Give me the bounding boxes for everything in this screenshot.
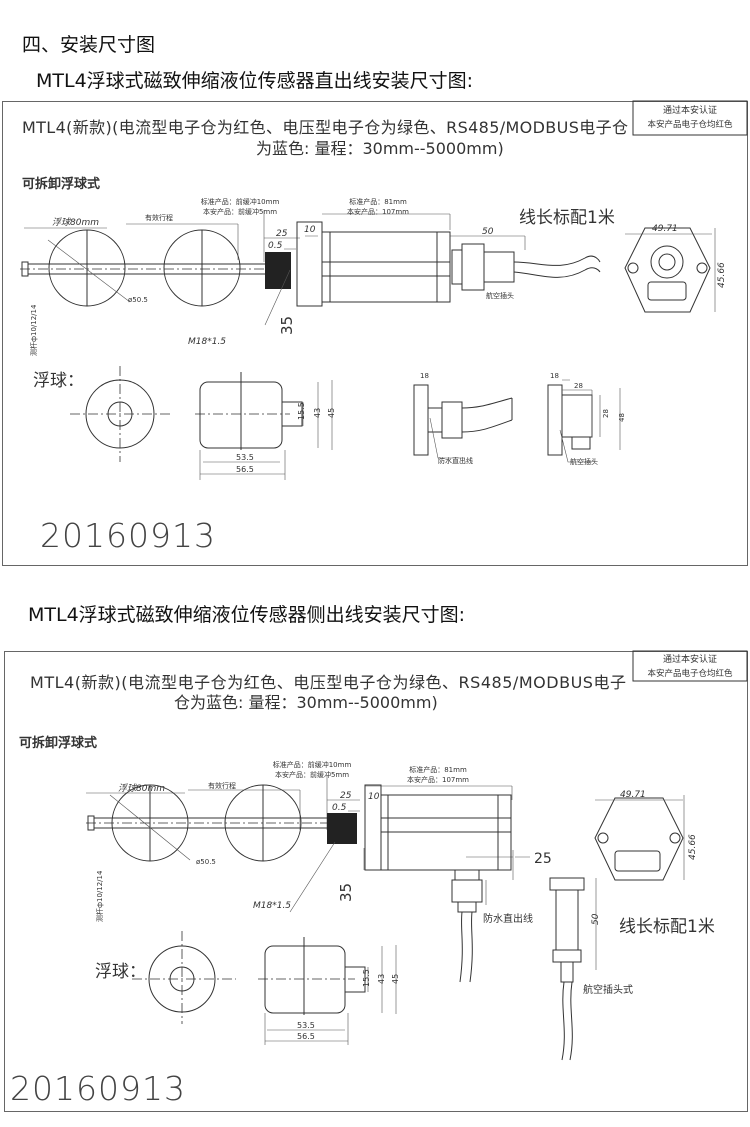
drawing-title-line-1: MTL4(新款)(电流型电子仓为红色、电压型电子仓为绿色、RS485/MODBU…	[30, 673, 626, 692]
float-dim-45: 45	[327, 408, 336, 418]
rod-dia-label: 测杆ф10/12/14	[29, 304, 38, 356]
rod-dia-label: 测杆ф10/12/14	[95, 870, 104, 922]
cable-length-label: 线长标配1米	[619, 917, 715, 937]
section-heading: 四、安装尺寸图	[22, 34, 156, 56]
ball-dia-label: ø50.5	[196, 858, 216, 866]
effective-stroke-label: 有效行程	[208, 781, 236, 790]
float-dim-43: 43	[377, 974, 386, 984]
float-dim-43: 43	[313, 408, 322, 418]
side-view-2-dim-4: 48	[618, 413, 626, 422]
dim-10: 10	[304, 225, 316, 235]
side-view-2-dim-1: 18	[550, 372, 559, 380]
float-dim-56-5: 56.5	[236, 465, 254, 474]
height-45-66: 45.66	[688, 834, 698, 860]
type-label: 可拆卸浮球式	[22, 176, 100, 192]
buffer-ia-label: 本安产品：前缓冲5mm	[203, 207, 277, 216]
dim-25: 25	[340, 791, 352, 801]
float-dim-15-5: 15.5	[297, 402, 306, 420]
float-dim-53-5: 53.5	[236, 453, 254, 462]
effective-stroke-label: 有效行程	[145, 213, 173, 222]
side-view-2-dim-2: 28	[574, 382, 583, 390]
buffer-std-label: 标准产品：前缓冲10mm	[273, 760, 352, 769]
float-dim-label: 浮球80mm	[52, 217, 99, 228]
front-view-hex	[594, 797, 684, 881]
height-45-66: 45.66	[717, 262, 727, 288]
drawing-top-outlet: 通过本安认证 本安产品电子仓均红色 MTL4(新款)(电流型电子仓为红色、电压型…	[20, 100, 748, 555]
width-49-71: 49.71	[652, 224, 678, 234]
length-std-label: 标准产品：81mm	[349, 197, 407, 206]
drawing-title-line-1: MTL4(新款)(电流型电子仓为红色、电压型电子仓为绿色、RS485/MODBU…	[22, 118, 628, 137]
top-outlet-heading: MTL4浮球式磁致伸缩液位传感器直出线安装尺寸图:	[36, 70, 474, 92]
cert-box	[632, 650, 748, 682]
cert-line-1: 通过本安认证	[663, 653, 717, 665]
side-view-2-label: 航空插头	[570, 457, 598, 466]
drawing-side-outlet-frame	[4, 651, 748, 1112]
dim-0-5: 0.5	[332, 803, 347, 813]
thread	[265, 252, 291, 289]
dim-50: 50	[482, 227, 494, 237]
drawing-title-line-2: 为蓝色: 量程：30mm--5000mm)	[256, 139, 504, 158]
aviation-label: 航空插头式	[583, 983, 633, 996]
drawing-top-outlet-frame	[2, 101, 748, 566]
cable-gland	[454, 869, 480, 881]
aviation-connector	[549, 877, 585, 891]
cert-line-2: 本安产品电子仓均红色	[647, 668, 733, 679]
side-view-2-dim-3: 28	[602, 409, 610, 418]
cert-box	[632, 100, 748, 136]
sensor-body	[321, 231, 451, 303]
float-dim-15-5: 15.5	[362, 969, 371, 987]
side-view-1-dim: 18	[420, 372, 429, 380]
cert-line-2: 本安产品电子仓均红色	[647, 119, 733, 130]
dim-35: 35	[278, 316, 296, 335]
thread	[327, 813, 357, 844]
float-dim-45: 45	[391, 974, 400, 984]
float-label: 浮球：	[33, 371, 84, 391]
drawing-date: 20160913	[40, 516, 216, 555]
length-ia-label: 本安产品：107mm	[407, 775, 469, 784]
thread-label: M18*1.5	[253, 901, 291, 911]
dim-0-5: 0.5	[268, 241, 283, 251]
float-dim-53-5: 53.5	[297, 1021, 315, 1030]
side-view-gland	[413, 384, 429, 456]
cable-length-label: 线长标配1米	[519, 208, 615, 228]
side-outlet-heading: MTL4浮球式磁致伸缩液位传感器侧出线安装尺寸图:	[28, 604, 466, 626]
buffer-std-label: 标准产品：前缓冲10mm	[201, 197, 280, 206]
side-view-aviation	[547, 384, 563, 456]
connector-label: 航空插头	[486, 291, 514, 300]
width-49-71: 49.71	[620, 790, 646, 800]
dim-25: 25	[276, 229, 288, 239]
float-dim-56-5: 56.5	[297, 1032, 315, 1041]
buffer-ia-label: 本安产品：前缓冲5mm	[275, 770, 349, 779]
float-label: 浮球：	[95, 962, 146, 982]
length-std-label: 标准产品：81mm	[409, 765, 467, 774]
thread-label: M18*1.5	[188, 337, 226, 347]
drawing-date: 20160913	[10, 1069, 186, 1108]
cert-line-1: 通过本安认证	[663, 104, 717, 116]
length-ia-label: 本安产品：107mm	[347, 207, 409, 216]
drawing-side-outlet: 通过本安认证 本安产品电子仓均红色 MTL4(新款)(电流型电子仓为红色、电压型…	[10, 650, 748, 1108]
side-view-1-label: 防水直出线	[438, 456, 473, 465]
float-dim-label: 浮球80mm	[118, 783, 165, 794]
gland-label: 防水直出线	[483, 912, 533, 925]
dim-10: 10	[368, 792, 380, 802]
front-view-hex	[624, 227, 711, 313]
dim-25-side: 25	[534, 851, 552, 867]
type-label: 可拆卸浮球式	[19, 735, 97, 751]
ball-dia-label: ø50.5	[128, 296, 148, 304]
drawing-title-line-2: 仓为蓝色: 量程：30mm--5000mm)	[174, 693, 438, 712]
dim-35: 35	[337, 883, 355, 902]
dim-50: 50	[591, 913, 601, 925]
float-side-view	[264, 945, 346, 1014]
